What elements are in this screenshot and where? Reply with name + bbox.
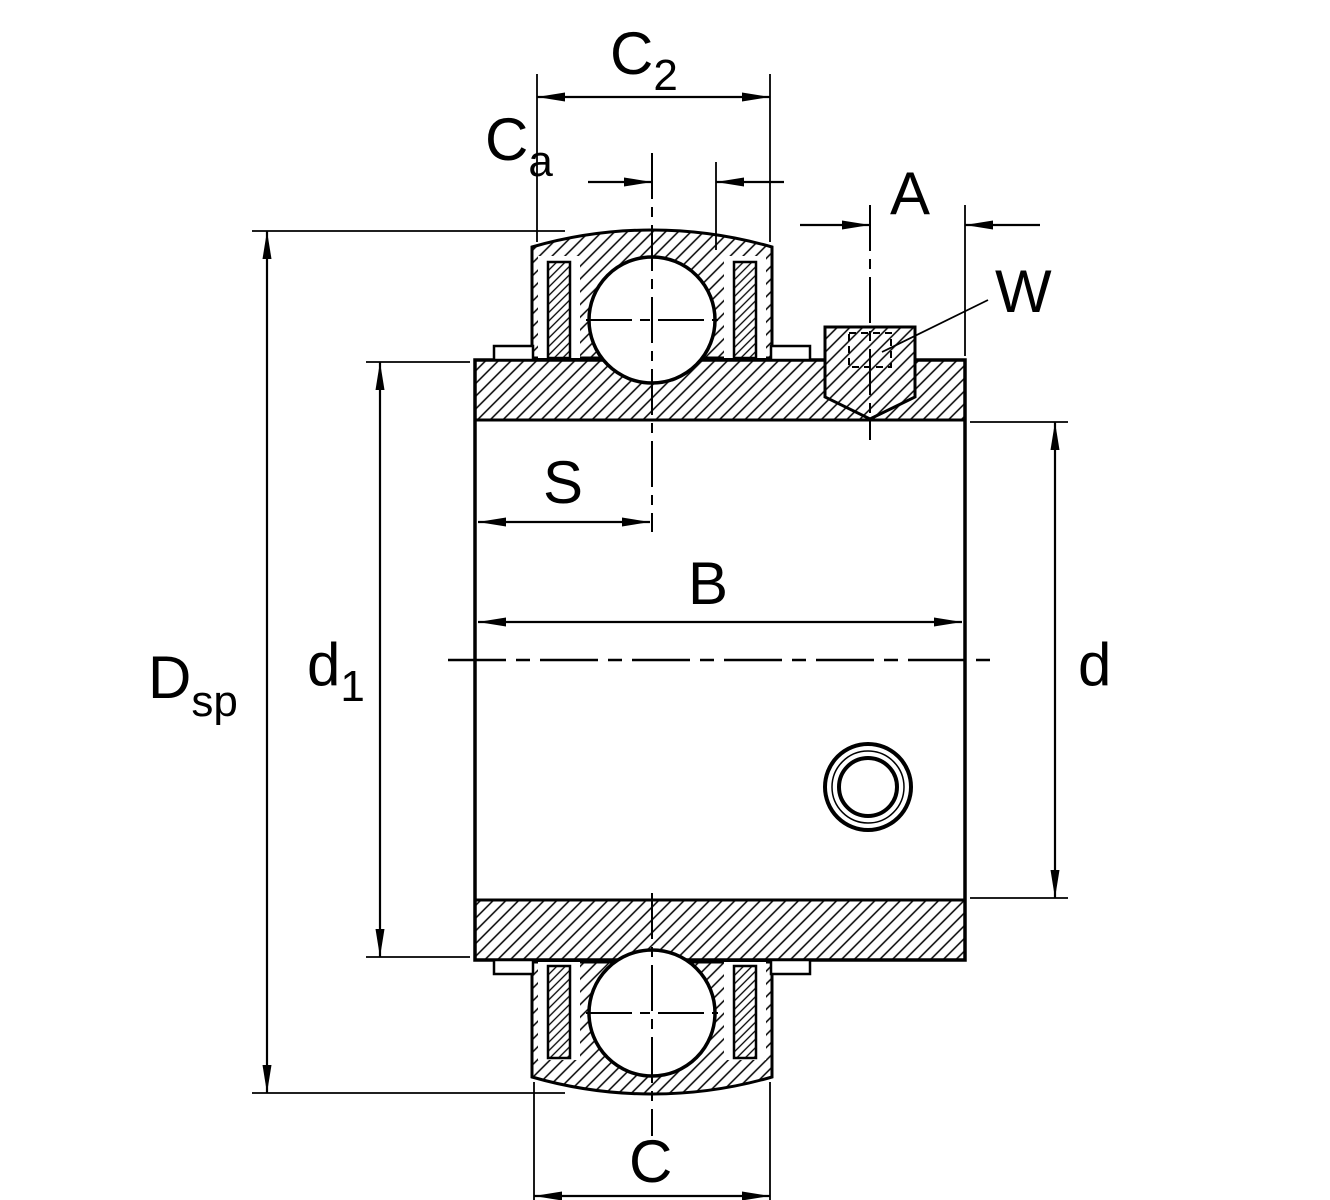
dimension-label-d1: d1 <box>307 631 365 711</box>
dimension-c <box>533 1082 771 1200</box>
dimension-label-d: d <box>1078 631 1111 698</box>
dimension-ca <box>588 162 784 250</box>
dimension-label-dsp: Dsp <box>148 644 238 726</box>
dimension-dsp <box>252 230 565 1094</box>
dimension-label-a: A <box>890 160 930 227</box>
dimension-d <box>970 421 1068 899</box>
dimension-a <box>800 205 1040 356</box>
seal-land-right-bottom <box>769 958 812 976</box>
seal-right-bottom <box>732 964 758 1060</box>
dimension-label-b: B <box>688 550 728 617</box>
seal-right-top <box>732 260 758 360</box>
set-screw-hole <box>823 742 913 832</box>
seal-land-left-top <box>492 344 535 362</box>
dimension-label-w: W <box>995 258 1052 325</box>
dimension-c2 <box>536 74 771 242</box>
seal-left-bottom <box>546 964 572 1060</box>
seal-left-top <box>546 260 572 360</box>
centerlines <box>448 153 990 1136</box>
leader-w <box>881 299 989 353</box>
inner-ring-bottom-section <box>473 898 967 962</box>
dimension-label-ca: Ca <box>485 106 553 186</box>
dimension-d1 <box>366 361 470 958</box>
seal-land-left-bottom <box>492 958 535 976</box>
dimension-label-c: C <box>629 1128 672 1195</box>
seal-land-right-top <box>769 344 812 362</box>
dimension-label-c2: C2 <box>610 20 678 100</box>
dimension-label-s: S <box>543 449 583 516</box>
